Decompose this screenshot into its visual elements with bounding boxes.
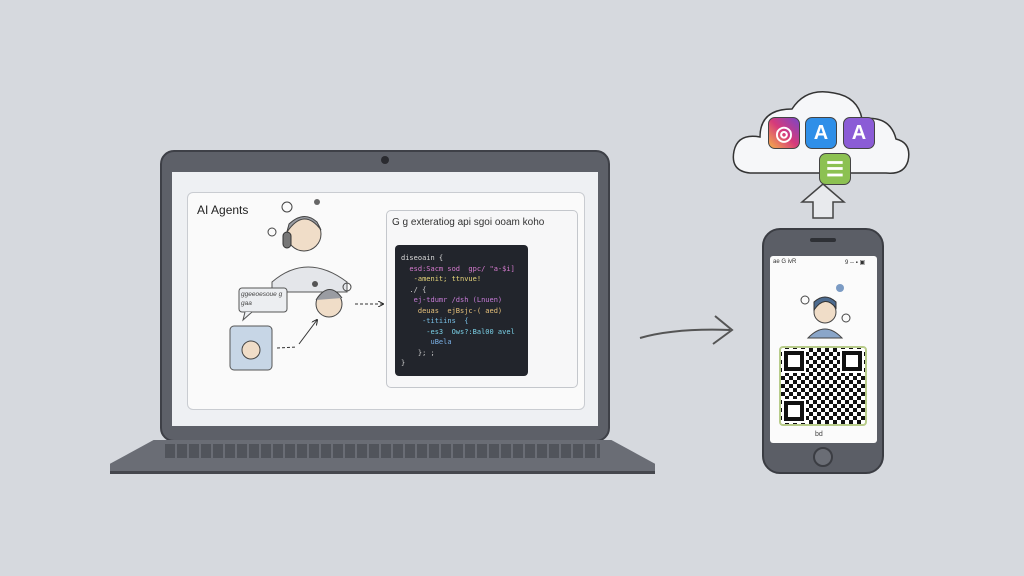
instagram-icon: ◎ bbox=[768, 117, 800, 149]
code-editor: diseoain { esd:Sacm sod gpc/ "a-$i] -ame… bbox=[395, 245, 528, 376]
laptop-camera bbox=[381, 156, 389, 164]
code-line: deuas ejBsjc-( aed) bbox=[401, 306, 503, 315]
code-line: }; ; bbox=[401, 348, 435, 357]
code-line: diseoain { bbox=[401, 254, 444, 262]
code-line: } bbox=[401, 359, 406, 367]
speech-bubble-text: ggeeoesoue ggaa bbox=[241, 291, 283, 307]
panel-title: AI Agents bbox=[197, 203, 249, 217]
code-line: ej-tdumr /dsh (Lnuen) bbox=[401, 296, 503, 304]
app-store-purple-icon: A bbox=[843, 117, 875, 149]
phone-status-right: 9 -- ▪ ▣ bbox=[845, 260, 866, 266]
code-line: uBela bbox=[401, 338, 452, 346]
ai-agents-illustration bbox=[229, 199, 387, 371]
code-line: ./ { bbox=[401, 285, 427, 294]
qr-finder bbox=[840, 349, 864, 373]
qr-finder bbox=[782, 349, 806, 373]
app-store-icon: A bbox=[805, 117, 837, 149]
dashed-connector bbox=[276, 346, 298, 349]
transfer-arrow-icon bbox=[639, 315, 734, 345]
code-line: -es3 Ows?:Bal00 avel bbox=[401, 327, 515, 336]
phone-status-left: ae G ivR bbox=[773, 259, 797, 265]
code-line: esd:Sacm sod gpc/ "a-$i] bbox=[401, 264, 515, 273]
qr-code bbox=[779, 346, 867, 426]
agent-avatar-icon bbox=[267, 199, 348, 293]
green-app-icon: ☰ bbox=[819, 153, 851, 185]
arrow bbox=[298, 320, 317, 345]
home-button[interactable] bbox=[813, 447, 833, 467]
code-line: -titiins { bbox=[401, 317, 469, 325]
small-agent-card-icon bbox=[229, 325, 273, 371]
speech-bubble bbox=[238, 287, 288, 322]
robot-head-icon bbox=[312, 281, 352, 318]
agent-illustration bbox=[800, 284, 851, 339]
laptop-keyboard bbox=[165, 444, 600, 458]
code-line: -amenit; ttnvue! bbox=[401, 275, 482, 283]
code-panel-header: G g exteratiog api sgoi ooam koho bbox=[392, 217, 545, 228]
phone-speaker bbox=[810, 238, 836, 242]
phone-bottom-label: bd bbox=[815, 431, 823, 438]
qr-finder bbox=[782, 399, 806, 423]
upload-arrow-icon bbox=[799, 183, 847, 219]
